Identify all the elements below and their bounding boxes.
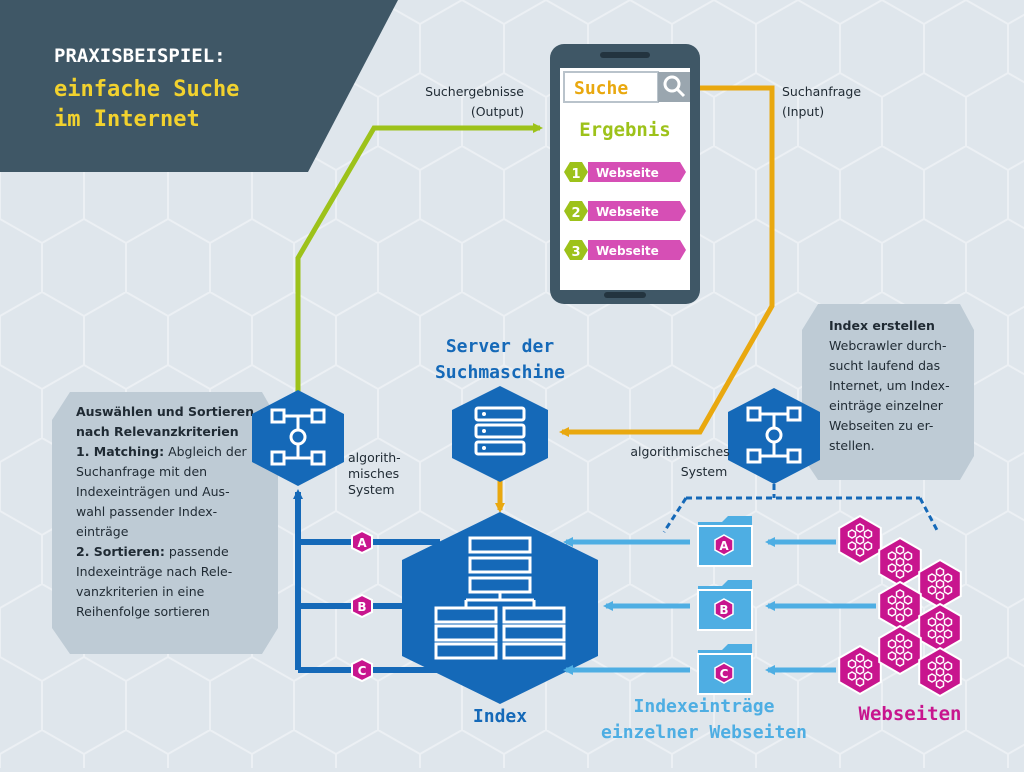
- left-info-step1-l5: einträge: [76, 524, 129, 539]
- index-table-icon: [434, 536, 566, 660]
- folder-letter: B: [719, 603, 728, 617]
- server-rack-icon: [474, 406, 526, 456]
- left-info-step1-l4: wahl passender Index-: [76, 504, 217, 519]
- output-label-line2: (Output): [471, 104, 524, 119]
- header-title-line1: einfache Suche: [54, 77, 239, 102]
- left-info-step2-l1: passende: [165, 544, 229, 559]
- hexagon-cluster-icon: [838, 644, 882, 696]
- entry-badge-letter: B: [357, 600, 366, 614]
- left-system-label-2: misches: [348, 466, 399, 481]
- server-title-line1: Server der: [446, 336, 555, 357]
- right-info-heading: Index erstellen: [829, 318, 935, 333]
- phone-home-bar: [604, 292, 646, 298]
- entries-title-line2: einzelner Webseiten: [601, 722, 807, 743]
- right-system-label-2: System: [681, 464, 728, 479]
- index-store: Index: [402, 512, 598, 727]
- websites-cluster: [838, 514, 962, 698]
- left-info-step2-l4: Reihenfolge sortieren: [76, 604, 210, 619]
- left-info-step2-l3: vanzkriterien in eine: [76, 584, 205, 599]
- left-info-box: Auswählen und Sortieren nach Relevanzkri…: [52, 392, 278, 654]
- right-info-box: Index erstellen Webcrawler durch- sucht …: [802, 304, 974, 480]
- result-label: Webseite: [596, 244, 659, 258]
- result-rank: 1: [571, 167, 580, 182]
- input-label-line1: Suchanfrage: [782, 84, 861, 99]
- smartphone: Suche Ergebnis 1 Webseite 2 Webseite 3 W…: [550, 44, 700, 304]
- entry-badge-letter: C: [358, 664, 367, 678]
- entry-badge: A: [351, 529, 373, 555]
- result-item[interactable]: 3 Webseite: [564, 240, 686, 260]
- output-label-line1: Suchergebnisse: [425, 84, 524, 99]
- phone-search-label: Suche: [574, 78, 628, 99]
- output-arrow: [295, 123, 543, 392]
- left-info-step1: 1. Matching: Abgleich der: [76, 444, 248, 459]
- right-algorithmic-system: algorithmisches System: [630, 388, 820, 484]
- left-info-step1-l1: Abgleich der: [164, 444, 247, 459]
- header-title-line2: im Internet: [54, 107, 200, 132]
- left-info-step2: 2. Sortieren: passende: [76, 544, 229, 559]
- result-rank: 2: [571, 206, 580, 221]
- right-info-l4: einträge einzelner: [829, 398, 944, 413]
- folder-icon: B: [697, 580, 753, 631]
- right-info-l1: Webcrawler durch-: [829, 338, 946, 353]
- input-label-line2: (Input): [782, 104, 824, 119]
- hexagon-cluster-icon: [918, 646, 962, 698]
- index-title: Index: [473, 706, 527, 727]
- result-rank: 3: [571, 245, 580, 260]
- search-engine-server: Server der Suchmaschine: [435, 336, 565, 482]
- right-system-label-1: algorithmisches: [630, 444, 729, 459]
- input-arrow: [559, 85, 775, 437]
- entry-badge-letter: A: [357, 536, 367, 550]
- server-title-line2: Suchmaschine: [435, 362, 565, 383]
- phone-result-heading: Ergebnis: [579, 119, 671, 141]
- right-info-l3: Internet, um Index-: [829, 378, 950, 393]
- left-info-step1-l3: Indexeinträgen und Aus-: [76, 484, 230, 499]
- result-item[interactable]: 1 Webseite: [564, 162, 686, 182]
- phone-search-field[interactable]: [563, 71, 659, 103]
- network-icon: [270, 408, 326, 466]
- left-info-heading-1: Auswählen und Sortieren: [76, 404, 254, 419]
- hexagon-cluster-icon: [838, 514, 882, 566]
- right-info-l5: Webseiten zu er-: [829, 418, 933, 433]
- right-info-l2: sucht laufend das: [829, 358, 940, 373]
- folder-icon: C: [697, 644, 753, 695]
- left-info-heading-2: nach Relevanzkriterien: [76, 424, 239, 439]
- left-info-step2-title: 2. Sortieren:: [76, 544, 165, 559]
- hexagon-cluster-icon: [878, 624, 922, 676]
- hexagon-cluster-icon: [918, 602, 962, 654]
- entry-badge: B: [351, 593, 373, 619]
- result-label: Webseite: [596, 205, 659, 219]
- websites-title: Webseiten: [859, 703, 962, 725]
- index-entries: A B C Indexeinträge einzelner Webseiten: [563, 516, 876, 743]
- left-info-step1-title: 1. Matching:: [76, 444, 164, 459]
- folder-letter: C: [720, 667, 729, 681]
- folder-letter: A: [719, 539, 729, 553]
- right-info-l6: stellen.: [829, 438, 875, 453]
- phone-speaker: [600, 52, 650, 58]
- header-kicker: PRAXISBEISPIEL:: [54, 45, 226, 67]
- header-panel: PRAXISBEISPIEL: einfache Suche im Intern…: [0, 0, 398, 172]
- network-icon: [746, 406, 802, 464]
- entry-badge: C: [351, 657, 373, 683]
- left-info-step2-l2: Indexeinträge nach Rele-: [76, 564, 232, 579]
- magnifier-icon[interactable]: [658, 72, 690, 102]
- result-item[interactable]: 2 Webseite: [564, 201, 686, 221]
- left-info-step1-l2: Suchanfrage mit den: [76, 464, 207, 479]
- entries-title-line1: Indexeinträge: [634, 696, 775, 717]
- folder-icon: A: [697, 516, 753, 567]
- left-algorithmic-system: algorith- misches System: [252, 390, 401, 497]
- left-system-label-3: System: [348, 482, 395, 497]
- left-system-label-1: algorith-: [348, 450, 401, 465]
- result-label: Webseite: [596, 166, 659, 180]
